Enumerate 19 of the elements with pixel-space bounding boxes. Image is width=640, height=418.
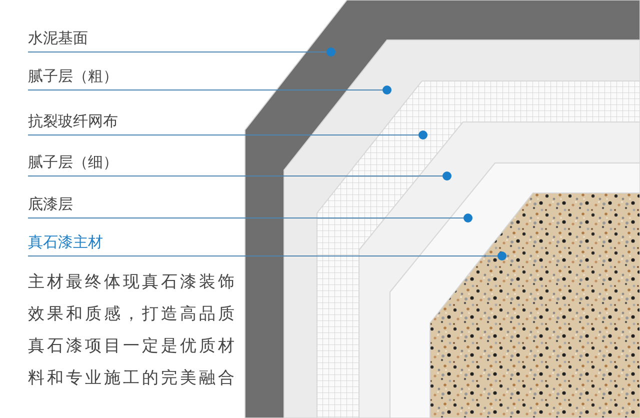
concrete-base-layer [244,0,640,418]
coarse-putty-layer [284,40,640,418]
primer-layer [390,162,640,418]
leader-line [28,252,506,260]
leader-line [28,130,428,140]
stone-paint-layer [430,192,640,418]
description-paragraph: 主材最终体现真石漆装饰效果和质感，打造高品质真石漆项目一定是优质材料和专业施工的完美融合 [28,271,238,389]
leader-line [28,214,472,222]
leader-line [28,172,452,180]
layer-label: 真石漆主材 [28,232,103,252]
fiberglass-mesh-layer [316,80,640,418]
layer-label: 抗裂玻纤网布 [28,111,118,131]
leader-line [28,86,392,94]
layer-label: 底漆层 [28,194,73,214]
layer-label: 腻子层（粗） [28,66,118,86]
layer-label: 腻子层（细） [28,152,118,172]
leader-line [28,48,336,56]
layer-label: 水泥基面 [28,28,88,48]
fine-putty-layer [358,122,640,418]
